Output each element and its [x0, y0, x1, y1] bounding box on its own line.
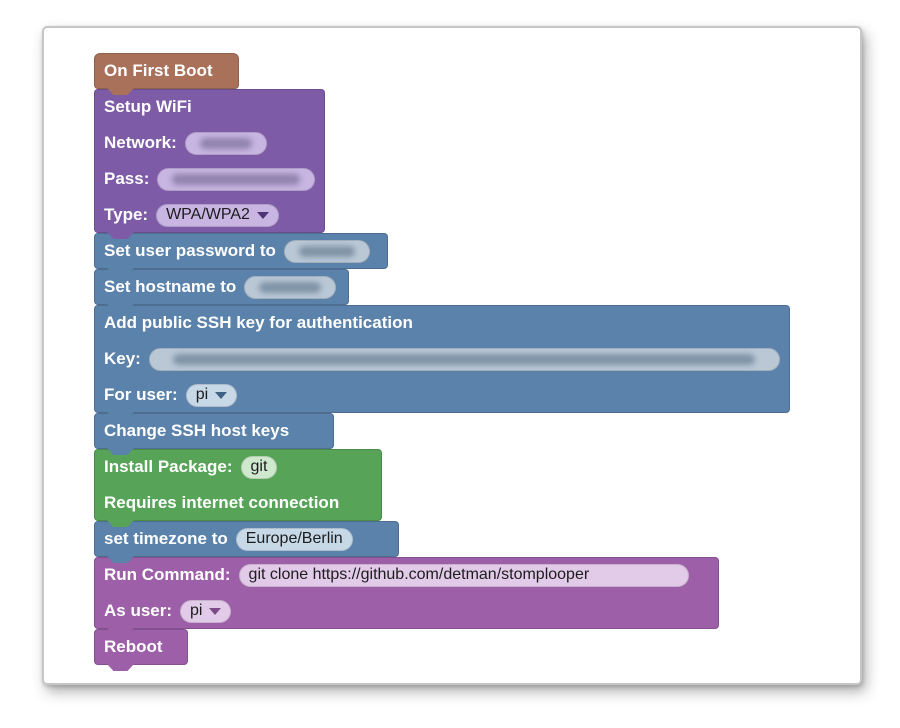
run-user-dropdown[interactable]: pi [180, 599, 232, 623]
run-user-value: pi [190, 602, 203, 619]
block-label: set timezone to [104, 529, 228, 548]
block-label: Change SSH host keys [104, 421, 290, 440]
pass-input[interactable] [157, 167, 315, 191]
command-value: git clone https://github.com/detman/stom… [248, 566, 590, 583]
redacted-value [259, 281, 322, 293]
redacted-value [298, 245, 355, 257]
block-title: Setup WiFi [104, 97, 192, 116]
dropdown-arrow-icon [256, 211, 269, 219]
password-input[interactable] [283, 239, 370, 263]
dropdown-arrow-icon [215, 391, 228, 399]
package-input[interactable]: git [240, 455, 278, 479]
as-user-label: As user: [104, 601, 173, 620]
block-set-hostname[interactable]: Set hostname to [94, 269, 349, 305]
wifi-type-value: WPA/WPA2 [166, 206, 250, 223]
block-label: Run Command: [104, 565, 231, 584]
redacted-value [173, 353, 756, 365]
command-input[interactable]: git clone https://github.com/detman/stom… [238, 563, 689, 587]
pass-label: Pass: [104, 169, 150, 188]
hostname-input[interactable] [244, 275, 337, 299]
wifi-type-dropdown[interactable]: WPA/WPA2 [156, 203, 279, 227]
block-change-ssh-host-keys[interactable]: Change SSH host keys [94, 413, 334, 449]
block-label: Reboot [104, 637, 163, 656]
block-add-ssh-key[interactable]: Add public SSH key for authentication Ke… [94, 305, 790, 413]
ssh-key-input[interactable] [148, 347, 780, 371]
block-install-package[interactable]: Install Package: git Requires internet c… [94, 449, 382, 521]
redacted-value [199, 137, 252, 149]
timezone-value: Europe/Berlin [245, 530, 343, 547]
block-set-user-password[interactable]: Set user password to [94, 233, 388, 269]
block-label: Install Package: [104, 457, 233, 476]
block-setup-wifi[interactable]: Setup WiFi Network: Pass: Type: WPA/WPA2 [94, 89, 325, 233]
dropdown-arrow-icon [209, 607, 222, 615]
package-value: git [250, 458, 268, 475]
for-user-label: For user: [104, 385, 178, 404]
ssh-user-dropdown[interactable]: pi [185, 383, 238, 407]
key-label: Key: [104, 349, 141, 368]
block-note: Requires internet connection [104, 493, 340, 512]
block-title: Add public SSH key for authentication [104, 313, 413, 332]
ssh-user-value: pi [195, 386, 209, 403]
timezone-input[interactable]: Europe/Berlin [235, 527, 353, 551]
block-on-first-boot[interactable]: On First Boot [94, 53, 239, 89]
block-set-timezone[interactable]: set timezone to Europe/Berlin [94, 521, 399, 557]
block-label: On First Boot [104, 61, 213, 80]
network-input[interactable] [184, 131, 267, 155]
block-label: Set user password to [104, 241, 276, 260]
block-run-command[interactable]: Run Command: git clone https://github.co… [94, 557, 719, 629]
block-reboot[interactable]: Reboot [94, 629, 188, 665]
network-label: Network: [104, 133, 177, 152]
block-workspace[interactable]: On First Boot Setup WiFi Network: Pass: … [94, 53, 790, 665]
workspace-panel: On First Boot Setup WiFi Network: Pass: … [42, 26, 862, 685]
block-label: Set hostname to [104, 277, 237, 296]
type-label: Type: [104, 205, 149, 224]
redacted-value [172, 173, 301, 185]
